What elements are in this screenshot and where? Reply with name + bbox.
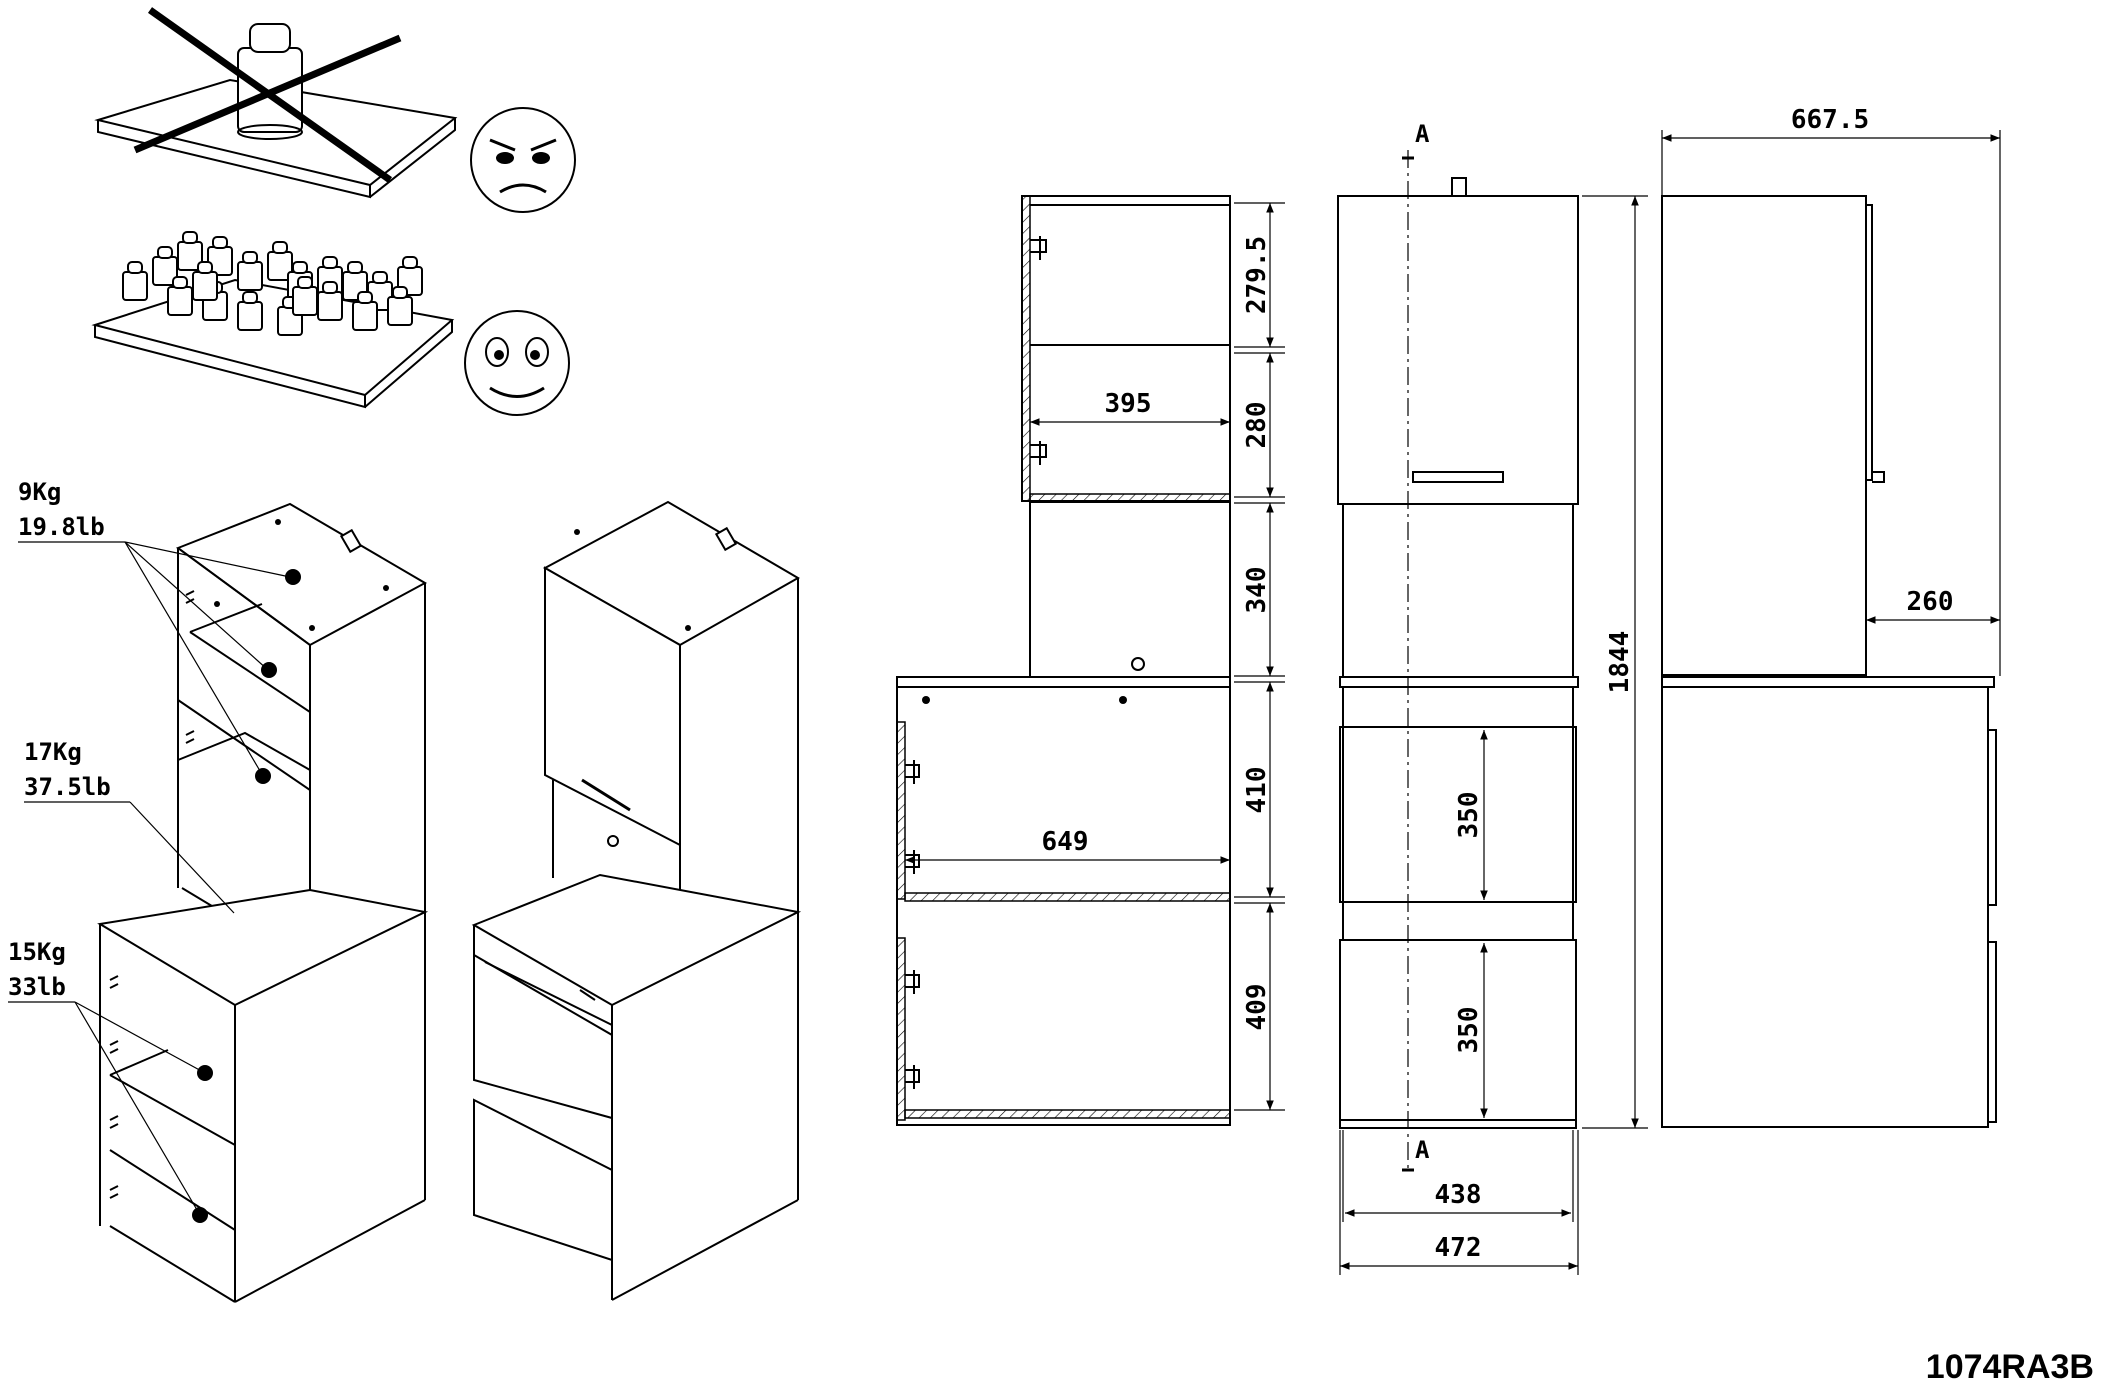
overloaded-shelf-crossed-icon: [94, 7, 458, 199]
top-shelf-kg: 9Kg: [18, 478, 61, 506]
weight-icon: [167, 276, 193, 316]
dim-drawer-front-lower: 350: [1454, 1007, 1484, 1054]
weight-icon: [352, 291, 378, 331]
dim-drawer-top: 410: [1242, 767, 1272, 814]
dim-inner-width-bottom: 649: [1042, 827, 1089, 857]
dim-upper-depth: 260: [1907, 587, 1954, 617]
weight-icon: [292, 276, 318, 316]
dim-middle-door: 280: [1242, 402, 1272, 449]
weight-icon: [177, 231, 203, 271]
dim-drawer-front-upper: 350: [1454, 792, 1484, 839]
weight-icon: [237, 291, 263, 331]
dim-width-inner: 438: [1435, 1180, 1482, 1210]
section-mark-top: A: [1415, 120, 1430, 148]
dim-drawer-bottom: 409: [1242, 984, 1272, 1031]
bottom-shelf-kg: 15Kg: [8, 938, 66, 966]
dim-width-outer: 472: [1435, 1233, 1482, 1263]
front-elevation-view: A A 350 350 1844 438 472: [1337, 120, 1648, 1275]
weight-icon: [152, 246, 178, 286]
angry-face-icon: [470, 107, 576, 213]
dim-upper-door: 279.5: [1242, 236, 1272, 314]
section-mark-bottom: A: [1415, 1136, 1430, 1164]
isometric-closed-cabinet: [471, 500, 802, 1301]
bottom-shelf-lb: 33lb: [8, 973, 66, 1001]
happy-face-icon: [464, 310, 570, 416]
distributed-load-shelf-icon: [91, 231, 455, 409]
middle-shelf-kg: 17Kg: [24, 738, 82, 766]
dim-open-niche: 340: [1242, 567, 1272, 614]
top-shelf-lb: 19.8lb: [18, 513, 105, 541]
side-elevation-view: 667.5 260: [1661, 105, 2001, 1128]
dim-inner-width-top: 395: [1105, 389, 1152, 419]
weight-icon: [237, 251, 263, 291]
isometric-open-cabinet: [97, 502, 429, 1303]
weight-icon: [192, 261, 218, 301]
vertical-dim-chain: [1234, 202, 1285, 1111]
dim-total-height: 1844: [1605, 631, 1635, 694]
weight-callouts: 9Kg 19.8lb 17Kg 37.5lb 15Kg 33lb: [8, 478, 291, 1216]
dim-total-depth: 667.5: [1791, 105, 1869, 135]
reference-code: 1074RA3B: [1926, 1348, 2094, 1384]
front-section-view: 395 649 279.5 280 340 410 409: [896, 195, 1285, 1126]
weight-icon: [387, 286, 413, 326]
weight-icon: [317, 281, 343, 321]
hinge-icons: [109, 590, 195, 1199]
weight-icon: [122, 261, 148, 301]
middle-shelf-lb: 37.5lb: [24, 773, 111, 801]
